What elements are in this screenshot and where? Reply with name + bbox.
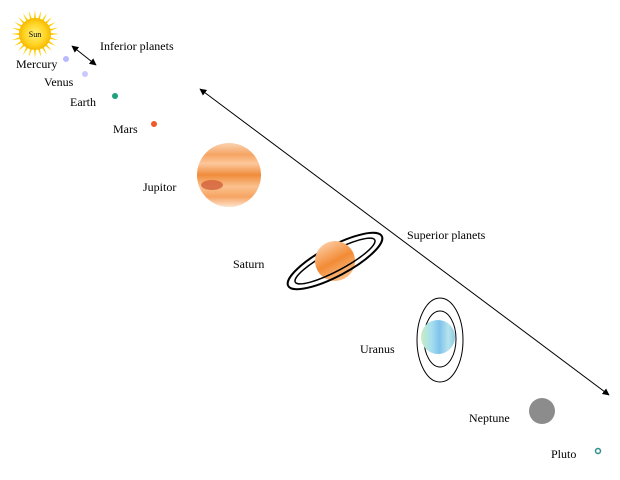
sun-ray xyxy=(33,48,37,58)
sun-ray xyxy=(37,48,42,58)
sun-ray xyxy=(41,46,47,55)
sun-label: Sun xyxy=(29,30,41,39)
superior-planets-arrow xyxy=(199,88,610,396)
earth-planet xyxy=(112,93,118,99)
great-red-spot xyxy=(201,180,223,190)
sun-ray xyxy=(47,22,56,28)
sun-ray xyxy=(44,17,52,25)
sun-ray xyxy=(28,48,33,58)
sun-ray xyxy=(11,32,21,36)
neptune-planet xyxy=(529,398,555,424)
superior-planets-label: Superior planets xyxy=(407,228,486,242)
uranus-label: Uranus xyxy=(360,342,395,356)
sun-ray xyxy=(23,13,29,22)
mars-planet xyxy=(151,121,157,127)
mercury-planet xyxy=(63,56,69,62)
pluto-planet xyxy=(594,447,602,455)
sun-ray xyxy=(41,13,47,22)
saturn-planet xyxy=(286,231,384,291)
sun-ray xyxy=(11,36,21,41)
sun-ray xyxy=(14,22,23,28)
sun-ray xyxy=(49,36,59,41)
saturn-label: Saturn xyxy=(233,257,264,271)
neptune-label: Neptune xyxy=(469,411,510,425)
sun-symbol: Sun xyxy=(11,10,59,58)
mars-label: Mars xyxy=(113,122,138,136)
sun-ray xyxy=(11,27,21,32)
venus-label: Venus xyxy=(44,75,74,89)
venus-planet xyxy=(82,71,88,77)
sun-disc xyxy=(19,18,51,50)
sun-ray xyxy=(49,32,59,36)
sun-ray xyxy=(33,10,37,20)
sun-ray xyxy=(18,17,26,25)
inferior-planets-arrow xyxy=(71,45,97,66)
sun-ray xyxy=(47,40,56,46)
sun-ray xyxy=(18,43,26,51)
sun-ray xyxy=(44,43,52,51)
sun-ray xyxy=(23,46,29,55)
uranus-planet xyxy=(416,297,464,383)
sun-ray xyxy=(28,10,33,20)
mercury-label: Mercury xyxy=(16,57,57,71)
sun-ray xyxy=(37,10,42,20)
sun-ray xyxy=(49,27,59,32)
earth-label: Earth xyxy=(70,95,96,109)
jupiter-label: Jupitor xyxy=(143,180,176,194)
inferior-planets-label: Inferior planets xyxy=(100,39,174,53)
sun-ray xyxy=(14,40,23,46)
jupiter-planet xyxy=(197,143,261,207)
pluto-label: Pluto xyxy=(551,447,576,461)
sun-rays xyxy=(11,10,59,58)
